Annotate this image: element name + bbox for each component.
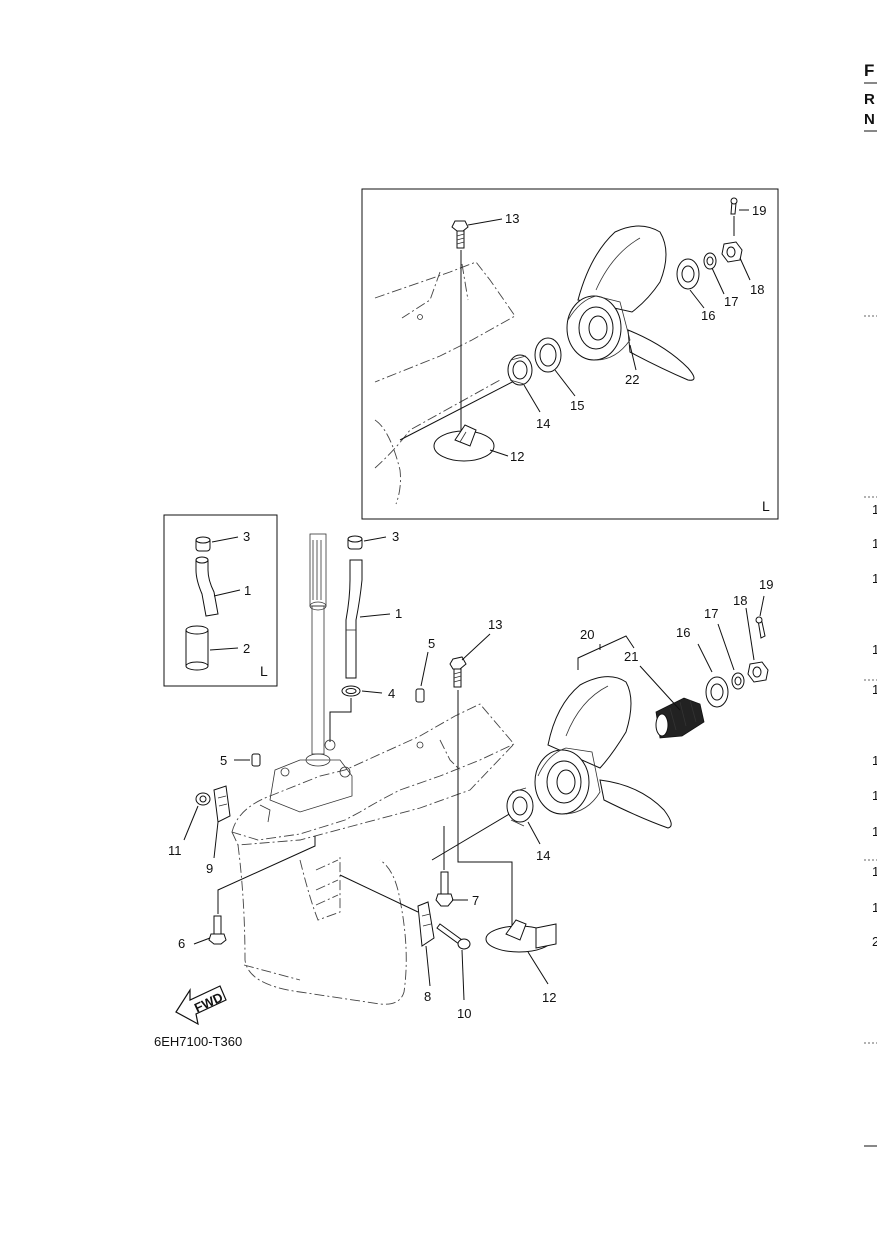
edge-header-letter: F [864, 61, 874, 80]
edge-letter-n: N [864, 111, 875, 128]
cotter-pin-icon [730, 197, 738, 215]
sleeve-icon [185, 625, 209, 671]
bolt-icon [435, 871, 454, 907]
callout-7: 7 [472, 893, 479, 908]
callout-21: 21 [624, 649, 638, 664]
edge-row-number: 1 [872, 642, 877, 657]
inset-propeller: L [361, 188, 779, 520]
callout-19: 19 [752, 203, 766, 218]
hub-icon [655, 697, 705, 739]
edge-row-number: 1 [872, 864, 877, 879]
dowel-pin-icon [415, 688, 425, 703]
diagram-code: 6EH7100-T360 [154, 1034, 242, 1049]
edge-row-number: 1 [872, 900, 877, 915]
spacer-icon [534, 337, 562, 373]
main-lower-unit: 3 1 4 5 13 5 20 21 16 17 18 19 11 9 14 7… [168, 529, 773, 1021]
callout-18: 18 [733, 593, 747, 608]
callout-9: 9 [206, 861, 213, 876]
inset-water-tube: L 3 1 2 [163, 514, 278, 687]
cotter-pin-icon [755, 616, 766, 639]
callout-14: 14 [536, 848, 550, 863]
callout-11: 11 [168, 843, 182, 858]
callout-17: 17 [724, 294, 738, 309]
mount-plate-icon [269, 739, 424, 813]
callout-12: 12 [510, 449, 524, 464]
bracket-icon [213, 785, 231, 823]
seal-icon [341, 685, 361, 697]
edge-row-number: 1 [872, 502, 877, 517]
callout-1: 1 [395, 606, 402, 621]
grommet-icon [347, 535, 363, 550]
nut-icon [195, 792, 211, 806]
tube-icon [195, 556, 219, 617]
edge-row-number: 1 [872, 571, 877, 586]
drive-shaft-icon [309, 533, 327, 755]
callout-5: 5 [428, 636, 435, 651]
callout-4: 4 [388, 686, 395, 701]
fwd-arrow-icon: FWD [175, 985, 227, 1026]
bushing-icon [506, 787, 534, 827]
bolt-icon [449, 656, 467, 688]
bolt-icon [436, 923, 471, 950]
callout-17: 17 [704, 606, 718, 621]
edge-row-number: 1 [872, 682, 877, 697]
callout-5: 5 [220, 753, 227, 768]
callout-2: 2 [243, 641, 250, 656]
edge-row-number: 1 [872, 753, 877, 768]
anode-icon [433, 424, 495, 462]
dowel-pin-icon [251, 753, 261, 767]
callout-3: 3 [243, 529, 250, 544]
callout-14: 14 [536, 416, 550, 431]
propeller-icon [566, 225, 695, 381]
callout-18: 18 [750, 282, 764, 297]
edge-row-number: 2 [872, 934, 877, 949]
grommet-icon [195, 536, 211, 552]
callout-6: 6 [178, 936, 185, 951]
page-edge: F R N 1 1 1 1 1 1 1 1 1 1 2 [864, 61, 877, 1147]
callout-22: 22 [625, 372, 639, 387]
nut-icon [747, 661, 769, 683]
callout-16: 16 [676, 625, 690, 640]
callout-1: 1 [244, 583, 251, 598]
bolt-icon [208, 915, 227, 945]
washer-icon [703, 252, 717, 270]
callout-12: 12 [542, 990, 556, 1005]
propeller-icon [534, 676, 672, 829]
callout-10: 10 [457, 1006, 471, 1021]
callout-8: 8 [424, 989, 431, 1004]
spacer-icon [676, 258, 700, 290]
edge-row-number: 1 [872, 536, 877, 551]
edge-letter-r: R [864, 91, 875, 108]
edge-row-number: 1 [872, 788, 877, 803]
callout-15: 15 [570, 398, 584, 413]
bushing-icon [507, 354, 533, 386]
callout-13: 13 [488, 617, 502, 632]
anode-icon [485, 919, 557, 953]
fwd-label: FWD [192, 989, 225, 1015]
edge-row-number: 1 [872, 824, 877, 839]
nut-icon [721, 241, 743, 263]
inset-variant-label: L [260, 663, 268, 679]
callout-16: 16 [701, 308, 715, 323]
tube-icon [345, 559, 363, 679]
trim-tab-icon [417, 901, 435, 947]
bolt-icon [451, 220, 469, 249]
callout-20: 20 [580, 627, 594, 642]
callout-19: 19 [759, 577, 773, 592]
callout-3: 3 [392, 529, 399, 544]
washer-icon [731, 672, 745, 690]
callout-13: 13 [505, 211, 519, 226]
spacer-icon [705, 676, 729, 708]
inset-variant-label: L [762, 498, 770, 514]
